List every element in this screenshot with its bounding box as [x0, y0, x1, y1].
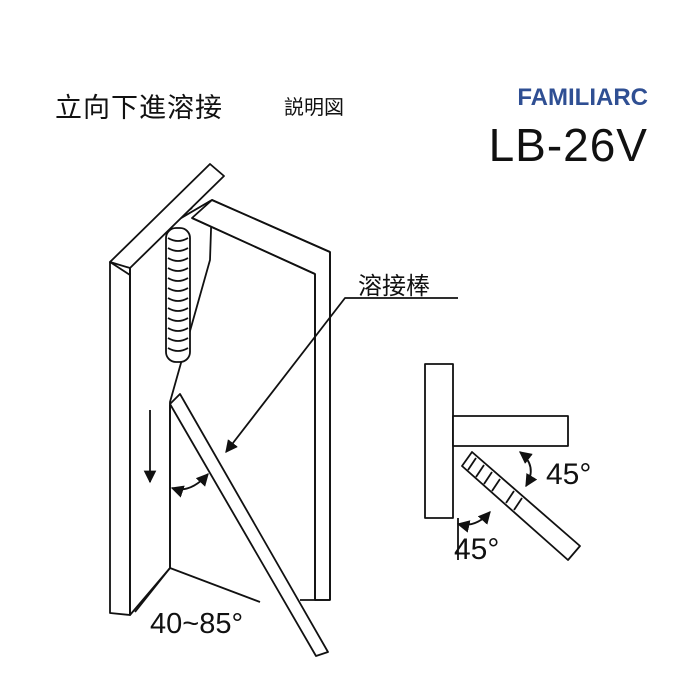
weld-bead — [165, 227, 191, 363]
diagram-subtitle: 説明図 — [284, 95, 344, 119]
rod-leader-line — [225, 297, 458, 453]
rod-angle-range-label: 40~85° — [150, 608, 244, 640]
angle-label-top: 45° — [546, 458, 592, 491]
side-horizontal-plate — [452, 415, 569, 447]
side-vertical-plate — [424, 363, 454, 519]
rod-angle-arc — [170, 473, 209, 498]
welding-rod — [169, 393, 329, 657]
angle-label-bottom: 45° — [454, 533, 500, 566]
side-electrode — [461, 451, 581, 561]
left-plate — [109, 199, 213, 616]
angle-arc-top — [519, 451, 538, 488]
base-corner-line-right — [169, 567, 261, 603]
top-flange — [109, 163, 225, 276]
welding-rod-label: 溶接棒 — [358, 272, 430, 300]
model-number: LB-26V — [488, 119, 648, 171]
diagram-title: 立向下進溶接 — [55, 93, 223, 124]
brand-name: FAMILIARC — [517, 84, 648, 111]
right-plate — [191, 199, 331, 601]
angle-arc-bottom — [456, 511, 491, 533]
base-corner-line — [134, 567, 171, 613]
